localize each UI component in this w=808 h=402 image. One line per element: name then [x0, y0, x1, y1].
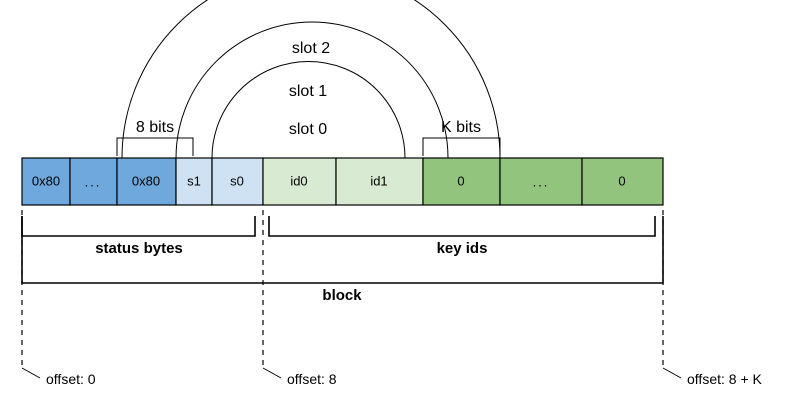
- eight-bits-label: 8 bits: [136, 119, 174, 136]
- slot-0-arc-label: slot 0: [289, 121, 327, 138]
- cell-status-s1: [175, 157, 213, 206]
- slot-1-arc: [175, 21, 449, 159]
- offset-callouts: offset: 0 offset: 8 offset: 8 + K: [21, 210, 763, 387]
- key-ids-label: key ids: [437, 240, 488, 257]
- block-span-brace: block: [21, 216, 664, 304]
- slot-2-arc: [121, 0, 501, 159]
- slot-arcs: slot 0 slot 1 slot 2: [121, 0, 501, 159]
- cell-status-ellipsis: [69, 157, 118, 206]
- cell-keyid-id0: [262, 157, 337, 206]
- offset-8-leader: [262, 367, 282, 379]
- k-bits-label: K bits: [441, 119, 481, 136]
- block-brace: [21, 216, 664, 284]
- slot-2-arc-label: slot 2: [292, 40, 330, 57]
- offset-8k-label: offset: 8 + K: [687, 371, 763, 387]
- offset-8k-leader: [662, 367, 682, 379]
- status-bytes-label: status bytes: [95, 240, 183, 257]
- cell-keyid-id1: [335, 157, 424, 206]
- group-braces: status bytes key ids: [21, 216, 656, 257]
- k-bits-brace: [422, 137, 501, 156]
- key-ids-brace: [268, 216, 656, 237]
- block-label: block: [322, 287, 362, 304]
- offset-8-label: offset: 8: [287, 371, 337, 387]
- cell-label-3: s1: [187, 173, 201, 188]
- cell-label-0: 0x80: [32, 173, 60, 188]
- block-cells: 0x80 ... 0x80 s1 s0 id0 id1 0 ... 0: [21, 157, 664, 206]
- cell-label-2: 0x80: [132, 173, 160, 188]
- cell-keyid-zero-last: [581, 157, 664, 206]
- offset-0-label: offset: 0: [46, 371, 96, 387]
- eight-bits-brace: [116, 137, 194, 156]
- size-braces: 8 bits K bits: [116, 119, 501, 156]
- cell-label-5: id0: [290, 173, 307, 188]
- cell-label-8: ...: [533, 174, 550, 189]
- cell-status-s0: [211, 157, 264, 206]
- cell-label-9: 0: [618, 173, 625, 188]
- cell-label-1: ...: [85, 174, 102, 189]
- cell-label-6: id1: [370, 173, 387, 188]
- slot-0-arc: [211, 61, 406, 159]
- cell-status-0x80-last: [116, 157, 177, 206]
- slot-1-arc-label: slot 1: [289, 83, 327, 100]
- cell-label-4: s0: [230, 173, 244, 188]
- offset-0-leader: [21, 367, 41, 379]
- cell-keyid-ellipsis: [499, 157, 583, 206]
- status-bytes-brace: [21, 216, 256, 237]
- cell-label-7: 0: [457, 173, 464, 188]
